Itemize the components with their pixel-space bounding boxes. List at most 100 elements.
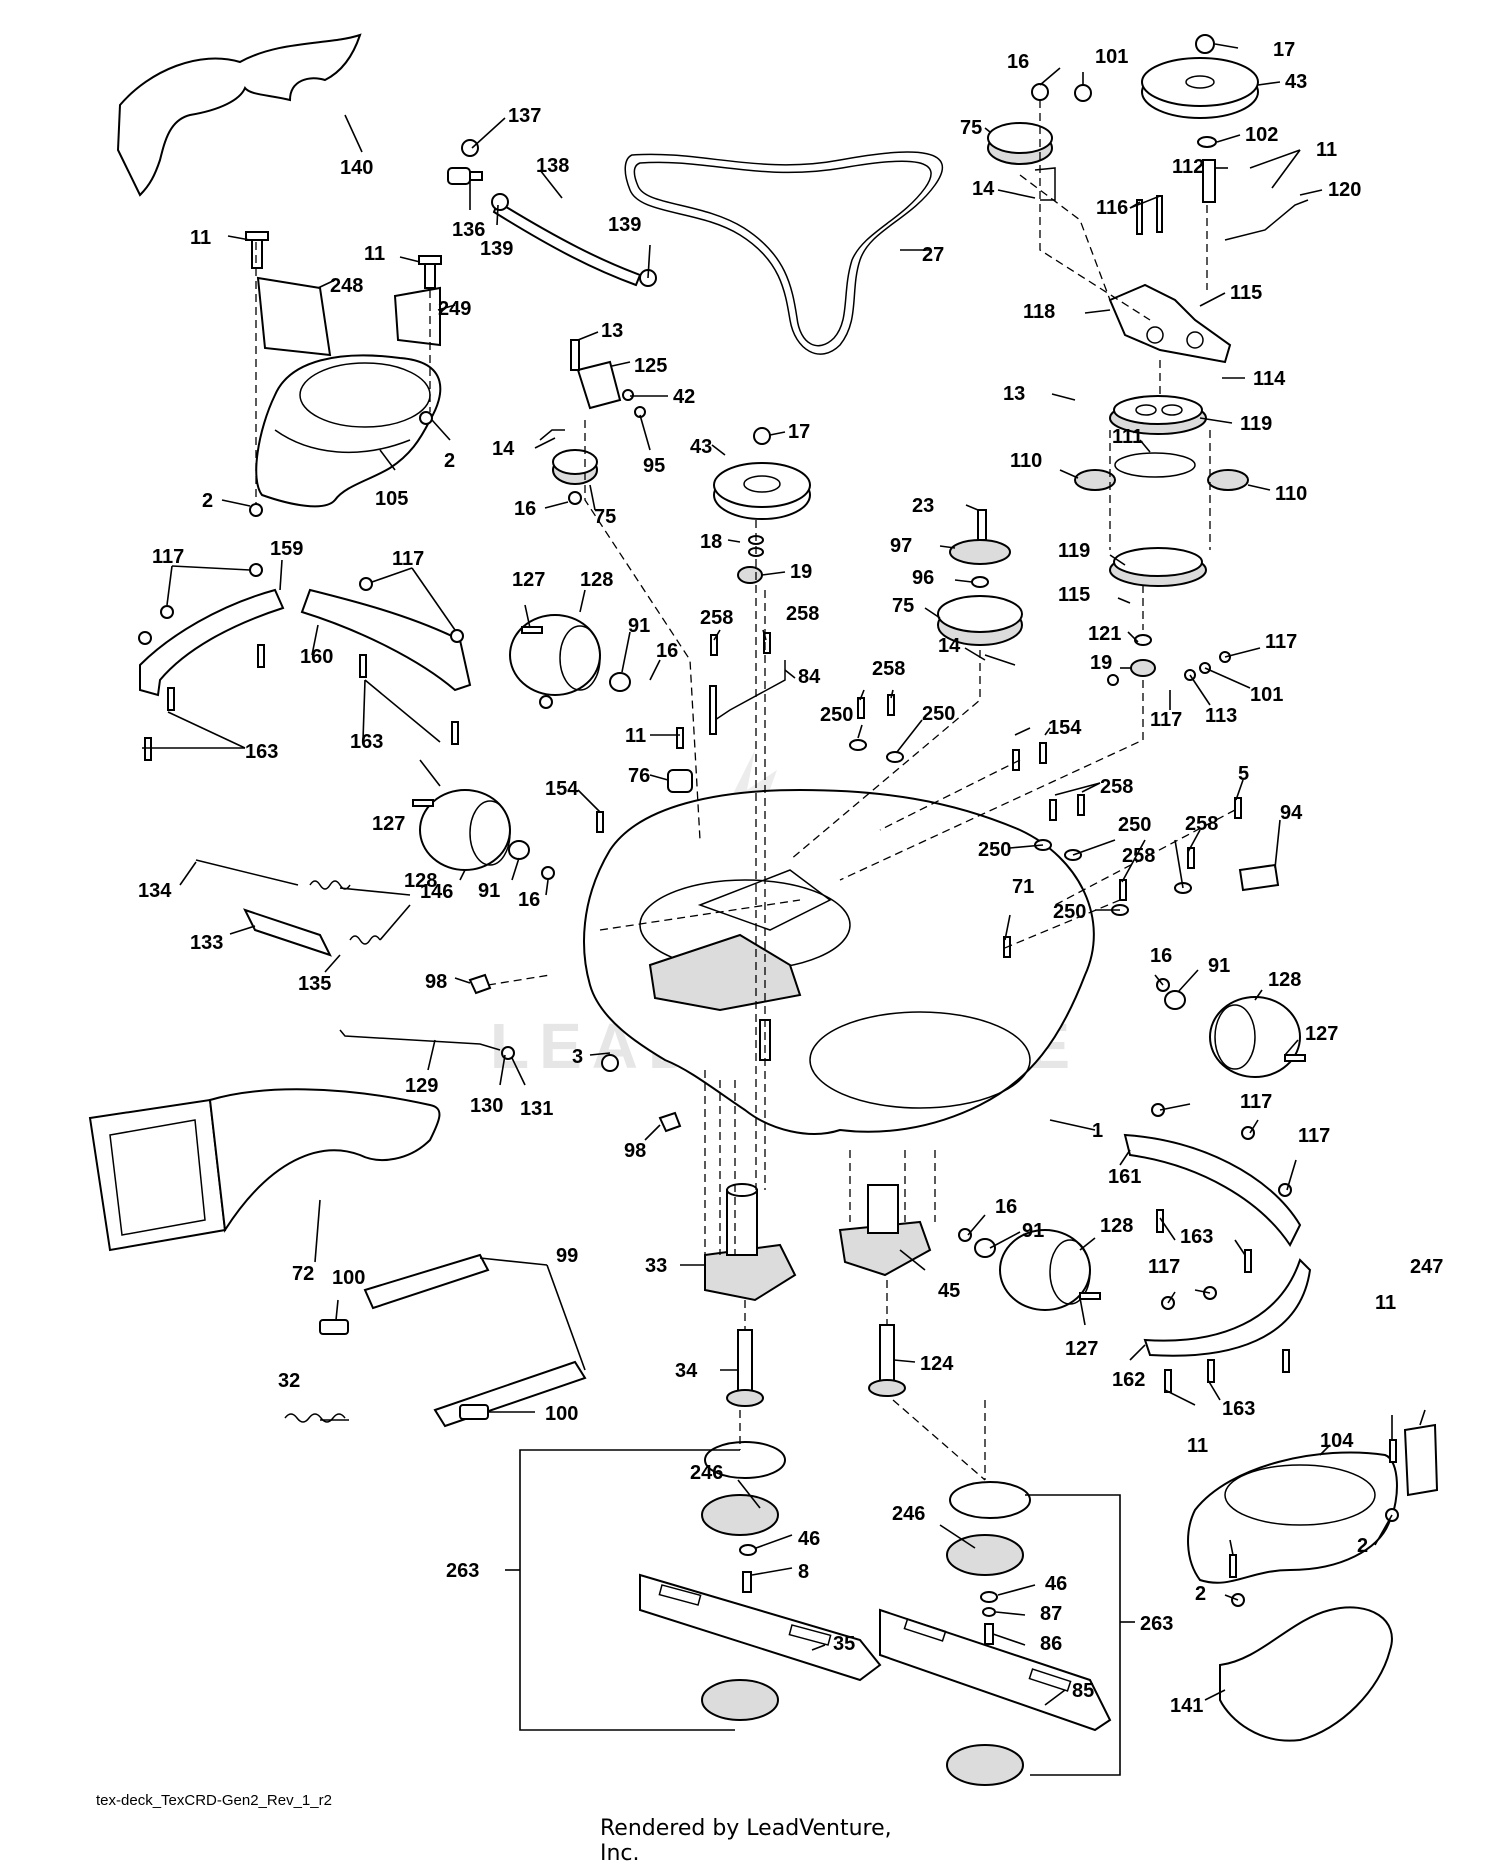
- callout-42: 42: [673, 386, 695, 408]
- callout-263: 263: [446, 1560, 479, 1582]
- callout-137: 137: [508, 105, 541, 127]
- callout-17: 17: [1273, 39, 1295, 61]
- callout-136: 136: [452, 219, 485, 241]
- callout-76: 76: [628, 765, 650, 787]
- callout-110: 110: [1010, 450, 1042, 472]
- callout-100: 100: [332, 1267, 365, 1289]
- callout-138: 138: [536, 155, 569, 177]
- callout-111: 111: [1112, 426, 1143, 448]
- callout-120: 120: [1328, 179, 1361, 201]
- callout-13: 13: [601, 320, 623, 342]
- callout-27: 27: [922, 244, 944, 266]
- callout-13: 13: [1003, 383, 1025, 405]
- callout-105: 105: [375, 488, 408, 510]
- callout-247: 247: [1410, 1256, 1443, 1278]
- callout-131: 131: [520, 1098, 553, 1120]
- callout-14: 14: [492, 438, 515, 460]
- callout-250: 250: [978, 839, 1011, 861]
- blade-adapter-246-right-upper: [949, 1481, 1031, 1519]
- wash-hose: [492, 200, 642, 287]
- blade-35: [639, 1573, 882, 1682]
- callout-46: 46: [1045, 1573, 1067, 1595]
- callout-11: 11: [1187, 1435, 1208, 1457]
- spindle-45: [838, 1220, 932, 1277]
- callout-104: 104: [1320, 1430, 1354, 1452]
- callout-35: 35: [833, 1633, 855, 1655]
- callout-98: 98: [624, 1140, 646, 1162]
- callout-32: 32: [278, 1370, 300, 1392]
- callout-84: 84: [798, 666, 821, 688]
- callout-139: 139: [480, 238, 513, 260]
- callout-18: 18: [700, 531, 722, 553]
- callout-133: 133: [190, 932, 223, 954]
- callout-100: 100: [545, 1403, 578, 1425]
- diagram-code: tex-deck_TexCRD-Gen2_Rev_1_r2: [96, 1792, 332, 1809]
- gasket-111: [1114, 452, 1196, 478]
- callout-102: 102: [1245, 124, 1278, 146]
- callout-115: 115: [1058, 584, 1090, 606]
- callout-163: 163: [1180, 1226, 1213, 1248]
- callout-163: 163: [1222, 1398, 1255, 1420]
- blade-85: [879, 1608, 1112, 1732]
- callout-118: 118: [1023, 301, 1055, 323]
- callout-113: 113: [1205, 705, 1237, 727]
- callout-258: 258: [1100, 776, 1133, 798]
- callout-75: 75: [960, 117, 982, 139]
- callout-46: 46: [798, 1528, 820, 1550]
- callout-98: 98: [425, 971, 447, 993]
- callout-5: 5: [1238, 763, 1249, 785]
- callout-117: 117: [1148, 1256, 1180, 1278]
- callout-258: 258: [872, 658, 905, 680]
- callout-14: 14: [938, 635, 961, 657]
- callout-95: 95: [643, 455, 665, 477]
- decal-248: [256, 276, 332, 357]
- callout-16: 16: [514, 498, 536, 520]
- baffle-161: [1123, 1133, 1302, 1247]
- callout-110: 110: [1275, 483, 1307, 505]
- callout-19: 19: [1090, 652, 1112, 674]
- baffle-162: [1143, 1258, 1312, 1357]
- callout-263: 263: [1140, 1613, 1173, 1635]
- callout-134: 134: [138, 880, 172, 902]
- callout-75: 75: [594, 506, 616, 528]
- decal-249: [393, 286, 441, 347]
- callout-2: 2: [1195, 1583, 1206, 1605]
- callout-1: 1: [1092, 1120, 1103, 1142]
- callout-34: 34: [675, 1360, 698, 1382]
- callout-127: 127: [372, 813, 405, 835]
- callout-246: 246: [892, 1503, 925, 1525]
- callout-163: 163: [245, 741, 278, 763]
- callout-124: 124: [920, 1353, 954, 1375]
- callout-16: 16: [1150, 945, 1172, 967]
- callout-11: 11: [1316, 139, 1337, 161]
- callout-250: 250: [1053, 901, 1086, 923]
- callout-16: 16: [518, 889, 540, 911]
- callout-250: 250: [820, 704, 853, 726]
- callout-91: 91: [478, 880, 500, 902]
- callout-117: 117: [1298, 1125, 1330, 1147]
- callout-72: 72: [292, 1263, 314, 1285]
- callout-114: 114: [1253, 368, 1286, 390]
- callout-127: 127: [512, 569, 545, 591]
- callout-91: 91: [1208, 955, 1230, 977]
- baffle-160: [300, 588, 472, 692]
- callout-2: 2: [444, 450, 455, 472]
- callout-43: 43: [1285, 71, 1307, 93]
- discharge-chute-72: [88, 1098, 227, 1252]
- callout-11: 11: [190, 227, 211, 249]
- callout-116: 116: [1096, 197, 1128, 219]
- callout-85: 85: [1072, 1680, 1094, 1702]
- callout-258: 258: [786, 603, 819, 625]
- callout-97: 97: [890, 535, 912, 557]
- callout-16: 16: [995, 1196, 1017, 1218]
- callout-16: 16: [1007, 51, 1029, 73]
- gear-plate-118: [1108, 283, 1232, 364]
- callout-127: 127: [1305, 1023, 1338, 1045]
- callout-258: 258: [700, 607, 733, 629]
- callout-117: 117: [1240, 1091, 1272, 1113]
- blade-adapter-246-right: [946, 1534, 1024, 1576]
- callout-101: 101: [1250, 684, 1283, 706]
- callout-119: 119: [1058, 540, 1090, 562]
- hose-fitting: [447, 139, 483, 185]
